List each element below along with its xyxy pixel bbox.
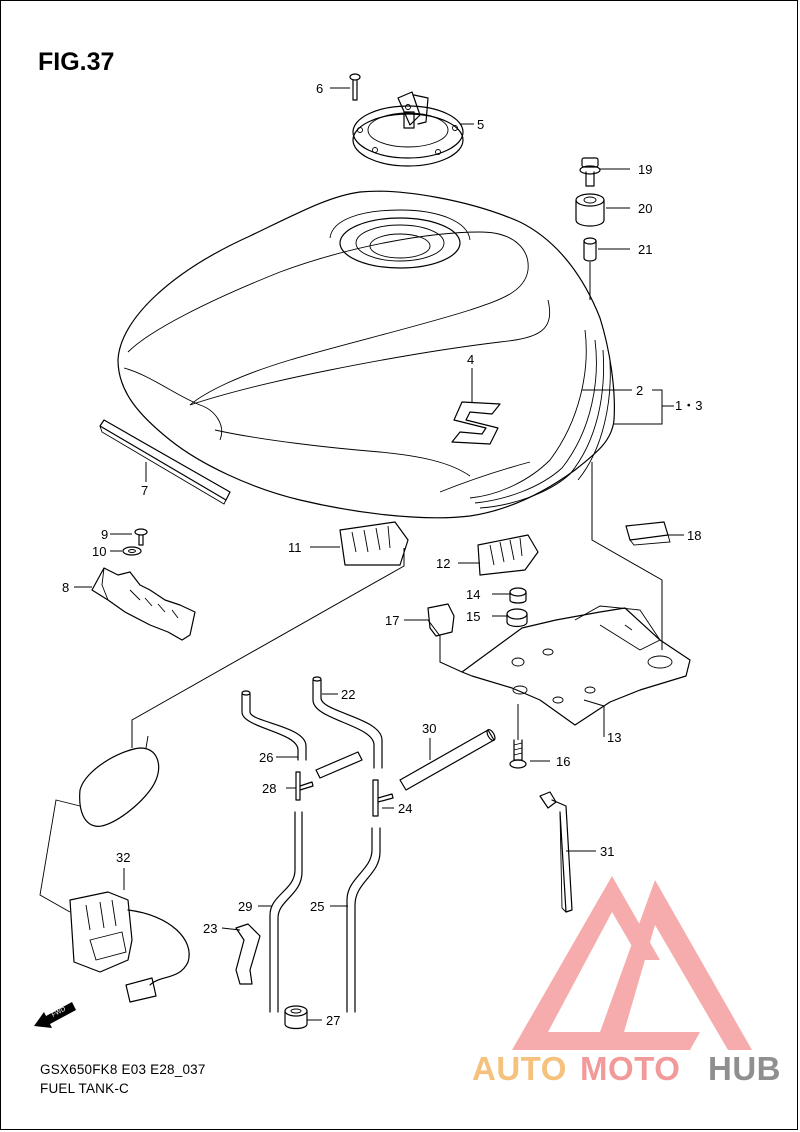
joint-tube [315, 751, 363, 779]
pad-18 [625, 521, 671, 546]
cushion-12 [477, 534, 539, 576]
nut-14 [509, 587, 527, 604]
leader-lines [74, 87, 684, 1021]
hose-22 [312, 676, 383, 769]
callout-21: 21 [638, 242, 652, 257]
callout-6: 6 [316, 81, 323, 96]
hose-26 [241, 690, 307, 761]
callout-7: 7 [141, 483, 148, 498]
fuel-tank [117, 190, 615, 519]
collar-27 [284, 1005, 308, 1030]
fuel-cap [352, 91, 464, 167]
callout-19: 19 [638, 162, 652, 177]
rubber-bracket-8 [91, 567, 196, 641]
callout-24: 24 [398, 801, 412, 816]
fwd-arrow-icon: FWD [34, 1002, 76, 1028]
callout-12: 12 [436, 556, 450, 571]
bolt-16 [509, 739, 527, 769]
callout-26: 26 [259, 750, 273, 765]
screw-6 [349, 73, 361, 101]
clamp-23 [235, 923, 261, 985]
callout-9: 9 [101, 527, 108, 542]
watermark-text: AUTO MOTO HUB [472, 1050, 781, 1087]
washer-10 [122, 546, 142, 556]
callout-32: 32 [116, 850, 130, 865]
collar-21 [583, 237, 597, 262]
cushion-15 [506, 608, 528, 628]
model-code: GSX650FK8 E03 E28_037 [40, 1062, 206, 1077]
callout-27: 27 [326, 1013, 340, 1028]
callout-17: 17 [385, 613, 399, 628]
hose-29 [269, 811, 303, 1013]
callout-22: 22 [341, 687, 355, 702]
callout-20: 20 [638, 201, 652, 216]
callout-15: 15 [466, 609, 480, 624]
hose-30 [399, 728, 496, 791]
callout-8: 8 [62, 580, 69, 595]
bracket-plate-13 [461, 605, 691, 726]
callout-23: 23 [203, 921, 217, 936]
watermark-part-hub: HUB [708, 1050, 781, 1087]
callout-30: 30 [422, 721, 436, 736]
callout-labels: 1・3 2 4 5 6 7 8 9 10 11 12 13 14 15 16 1… [62, 81, 702, 1028]
callout-31: 31 [600, 844, 614, 859]
callout-13: 13 [607, 730, 621, 745]
figure-name: FUEL TANK-C [40, 1081, 129, 1096]
callout-10: 10 [92, 544, 106, 559]
callout-25: 25 [310, 899, 324, 914]
t-joint-24 [372, 779, 394, 817]
damper-20 [575, 193, 605, 227]
callout-28: 28 [262, 781, 276, 796]
screw-9 [134, 528, 148, 546]
cap-17 [427, 603, 455, 637]
suzuki-emblem [451, 401, 501, 445]
watermark-logo [512, 876, 752, 1050]
callout-14: 14 [466, 587, 480, 602]
tube-31 [539, 791, 573, 913]
watermark-part-moto: MOTO [580, 1050, 680, 1087]
callout-5: 5 [477, 117, 484, 132]
strip-7 [99, 419, 231, 505]
fuel-level-sensor-32 [39, 735, 190, 1003]
callout-11: 11 [288, 540, 302, 555]
callout-29: 29 [238, 899, 252, 914]
hose-25 [346, 827, 381, 1013]
callout-18: 18 [687, 528, 701, 543]
bolt-19 [579, 157, 601, 187]
watermark-part-auto: AUTO [472, 1050, 567, 1087]
t-joint-28 [295, 771, 314, 801]
cushion-11 [339, 521, 409, 566]
callout-1-3: 1・3 [675, 398, 702, 413]
callout-16: 16 [556, 754, 570, 769]
figure-title: FIG.37 [38, 48, 115, 76]
callout-2: 2 [636, 383, 643, 398]
callout-4: 4 [467, 352, 474, 367]
